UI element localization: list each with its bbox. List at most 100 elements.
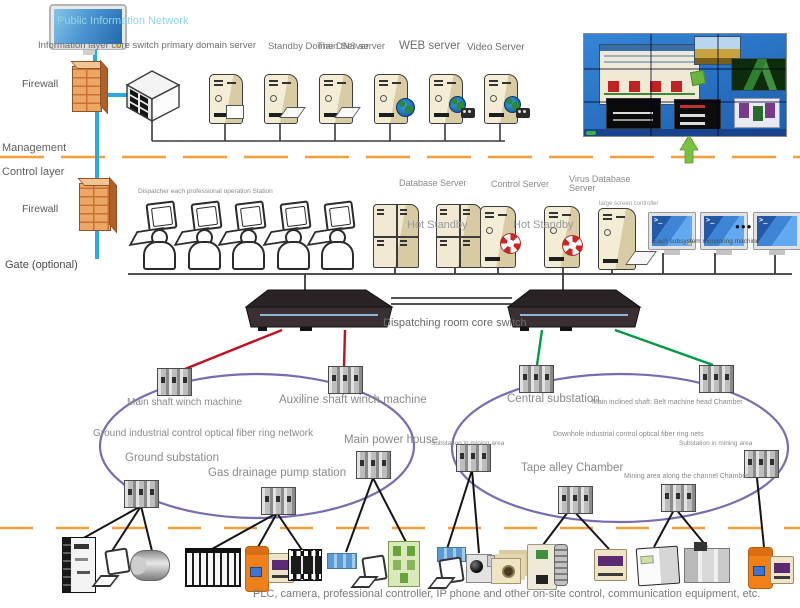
mining-sub-left-label: Substation in mining area — [431, 440, 505, 447]
monitoring-terminal-icon — [753, 212, 800, 250]
operator-workstation-icon — [306, 200, 360, 270]
public-network-monitor-icon — [49, 4, 127, 55]
monitoring-terminal-icon — [700, 212, 748, 250]
web-server-label: WEB server — [399, 40, 461, 52]
tank-cylinder-icon — [130, 550, 170, 581]
aux-shaft-label: Auxiline shaft winch machine — [279, 394, 427, 406]
node-main-shaft-winch — [157, 368, 192, 396]
database-standby-rack-icon — [436, 204, 482, 268]
node-mining-substation-left — [456, 444, 491, 472]
monitor-screen — [54, 9, 122, 45]
mining-channel-label: Mining area along the channel Chamber — [624, 473, 749, 480]
mining-sub-right-label: Substation in mining area — [679, 440, 753, 447]
firewall-mid-label: Firewall — [22, 203, 59, 215]
management-label: Management — [2, 142, 67, 154]
operator-workstation-icon — [173, 200, 227, 270]
coil-icon — [554, 544, 568, 586]
industrial-pc-icon — [62, 537, 96, 593]
chart-window — [606, 98, 661, 129]
camera-icon — [466, 554, 495, 583]
control-layer-label: Control layer — [2, 166, 65, 178]
node-inclined-shaft — [699, 365, 734, 393]
virus-db-label: Virus Database Server — [569, 174, 631, 194]
node-central-substation — [519, 365, 554, 393]
pc-outline-icon — [427, 556, 465, 591]
life-ring-icon — [500, 233, 521, 254]
tape-alley-label: Tape alley Chamber — [521, 462, 624, 474]
central-substation-label: Central substation — [507, 393, 600, 405]
video-camera-icon — [461, 108, 475, 118]
control-cabinet-icon — [527, 544, 557, 590]
controller-box-icon — [594, 549, 627, 581]
operator-workstation-icon — [262, 200, 316, 270]
main-shaft-label: Main shaft winch machine — [127, 397, 243, 408]
node-main-power-house — [356, 451, 391, 479]
pc-outline-icon — [350, 554, 388, 590]
firewall-mid-icon — [79, 183, 111, 231]
control-standby-server-icon — [544, 206, 580, 268]
monitoring-terminal-icon — [648, 212, 696, 250]
database-server-label: Database Server — [399, 178, 467, 188]
node-mining-substation-right — [744, 450, 779, 478]
core-switch-left-icon — [244, 289, 394, 331]
control-server-label: Control Server — [491, 179, 550, 189]
video-wall-screenshot — [583, 33, 787, 137]
ground-ring-label: Ground industrial control optical fiber … — [93, 428, 314, 439]
top-bus — [151, 119, 505, 142]
downhole-ring-label: Downhole industrial control optical fibe… — [553, 431, 704, 438]
operator-workstation-icon — [217, 200, 271, 270]
bottom-caption: PLC, camera, professional controller, IP… — [253, 588, 761, 600]
taskbar — [584, 129, 786, 136]
ground-fiber-ring — [98, 372, 416, 520]
windows-logo-icon — [689, 69, 707, 87]
gate-label: Gate (optional) — [5, 259, 78, 271]
green-uplinks — [535, 328, 714, 367]
pc-outline-icon — [91, 547, 131, 589]
film-strip-icon — [288, 549, 322, 581]
video-camera-icon — [516, 108, 530, 118]
circuit-board-icon — [388, 541, 420, 587]
database-server-rack-icon — [373, 204, 419, 268]
subsystem-monitor-label: Each subsystem monitoring machine — [653, 238, 760, 245]
ground-substation-label: Ground substation — [125, 452, 219, 464]
node-gas-drainage — [261, 487, 296, 515]
field-device-links — [79, 469, 765, 554]
electrical-box-icon — [635, 545, 681, 587]
core-switch-label: Dispatching room core switch — [383, 317, 527, 329]
public-network-label: Public Information Network — [57, 15, 189, 27]
web-server2-icon — [429, 74, 463, 124]
node-mining-channel — [661, 484, 696, 512]
inclined-shaft-label: Main inclined shaft: Belt machine head C… — [592, 399, 743, 406]
firewall-top-label: Firewall — [22, 78, 59, 90]
dns-server-label: The DNS server — [317, 41, 386, 52]
node-ground-substation — [124, 480, 159, 508]
node-aux-shaft-winch — [328, 366, 363, 394]
chart-window — [674, 99, 721, 132]
operator-workstation-icon — [128, 200, 182, 270]
life-ring-icon — [562, 235, 583, 256]
circuit-photo — [731, 58, 786, 91]
main-power-label: Main power house — [344, 434, 438, 446]
gas-pump-label: Gas drainage pump station — [208, 467, 347, 479]
firewall-top-icon — [72, 66, 102, 112]
large-screen-label: large screen controller — [599, 201, 659, 207]
dispatcher-label: Dispatcher each professional operation S… — [138, 188, 273, 195]
controller-box-icon — [770, 556, 794, 584]
card-icon — [226, 105, 244, 119]
layout-window — [734, 98, 780, 128]
red-uplinks — [179, 328, 347, 373]
up-arrow-icon — [679, 134, 699, 164]
video-server-label: Video Server — [467, 42, 525, 53]
photo-stack-icon — [491, 558, 521, 584]
core-switch-right-icon — [506, 289, 642, 331]
plc-modules-icon — [684, 542, 730, 583]
downhole-fiber-ring — [450, 372, 790, 524]
scada-window — [599, 44, 700, 105]
info-core-switch-icon — [125, 70, 181, 123]
standby-domain-label: Standby Domain Server — [268, 41, 369, 52]
plc-rack-icon — [185, 548, 241, 587]
globe-icon — [396, 98, 415, 117]
ip-phone-icon — [245, 546, 269, 592]
